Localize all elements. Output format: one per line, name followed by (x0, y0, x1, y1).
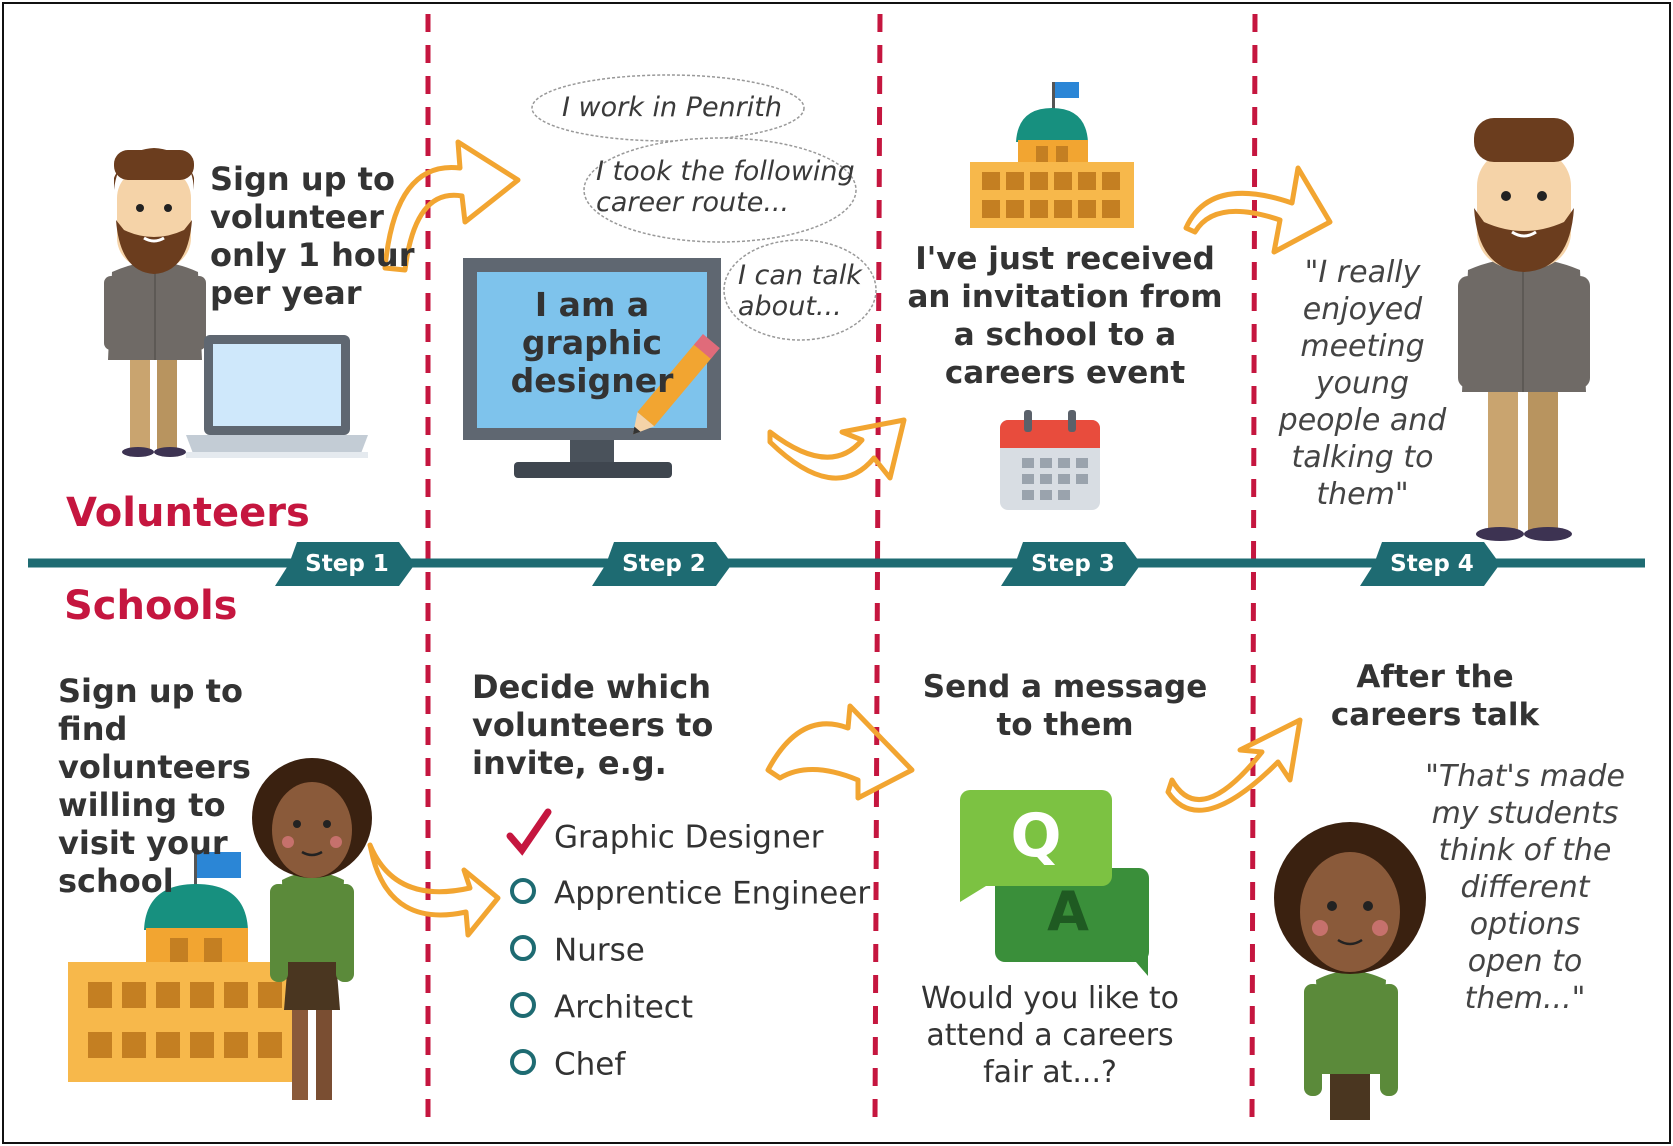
bubble-penrith (531, 74, 805, 142)
schools-label: Schools (64, 583, 238, 629)
radio-icon (510, 934, 536, 961)
radio-icon (510, 991, 536, 1018)
qa-a-letter: A (1047, 880, 1089, 943)
step-4-tag: Step 4 (1360, 542, 1500, 586)
option-nurse[interactable]: Nurse (510, 929, 645, 969)
bubble-talk-about (723, 239, 877, 341)
monitor-icon (463, 258, 721, 478)
arrow-v1 (382, 139, 521, 273)
arrow-v2 (767, 417, 907, 481)
school-step3-question: Would you like to attend a careers fair … (921, 981, 1179, 1090)
bubble-career-route (583, 137, 857, 243)
option-apprentice-engineer[interactable]: Apprentice Engineer (510, 872, 870, 912)
volunteer-step4-quote: "I really enjoyed meeting young people a… (1278, 255, 1447, 512)
arrow-v3 (1183, 165, 1333, 255)
man-large-icon (1458, 118, 1590, 541)
woman-teacher-icon (252, 758, 372, 1100)
bubble-talk-about-text: I can talk about... (738, 260, 862, 322)
volunteer-step1-text: Sign up to volunteer only 1 hour per yea… (210, 160, 415, 312)
qa-bubbles-icon (960, 790, 1149, 976)
checkbox-checked-icon (510, 822, 536, 848)
step-3-tag: Step 3 (1001, 542, 1141, 586)
school-step3-heading: Send a message to them (922, 669, 1208, 743)
school-step4-heading: After the careers talk (1330, 659, 1540, 733)
school-step4-quote: "That's made my students think of the di… (1425, 759, 1625, 1016)
arrow-s2 (765, 703, 915, 801)
volunteers-label: Volunteers (66, 490, 310, 536)
bubble-penrith-text: I work in Penrith (562, 92, 782, 123)
volunteer-step3-text: I've just received an invitation from a … (907, 241, 1223, 391)
option-architect[interactable]: Architect (510, 986, 693, 1026)
radio-icon (510, 1048, 536, 1075)
laptop-icon (186, 335, 368, 458)
school-step1-text: Sign up to find volunteers willing to vi… (58, 672, 251, 900)
school-step2-heading: Decide which volunteers to invite, e.g. (472, 668, 714, 782)
man-small-icon (104, 148, 206, 457)
radio-icon (510, 877, 536, 904)
arrow-s3 (1165, 717, 1303, 813)
arrow-s1 (367, 842, 501, 938)
school-building-icon (970, 82, 1134, 228)
school-building-large-icon (68, 852, 298, 1082)
pencil-icon (632, 333, 720, 435)
qa-q-letter: Q (1010, 801, 1062, 871)
monitor-text: I am a graphic designer (510, 285, 674, 400)
option-chef[interactable]: Chef (510, 1043, 625, 1083)
option-graphic-designer[interactable]: Graphic Designer (510, 816, 823, 856)
bubble-career-route-text: I took the following career route... (596, 156, 855, 218)
step-1-tag: Step 1 (275, 542, 415, 586)
checkmark-icon (506, 808, 552, 856)
calendar-icon (1000, 410, 1100, 510)
step-2-tag: Step 2 (592, 542, 732, 586)
woman-student-icon (1274, 822, 1426, 1120)
